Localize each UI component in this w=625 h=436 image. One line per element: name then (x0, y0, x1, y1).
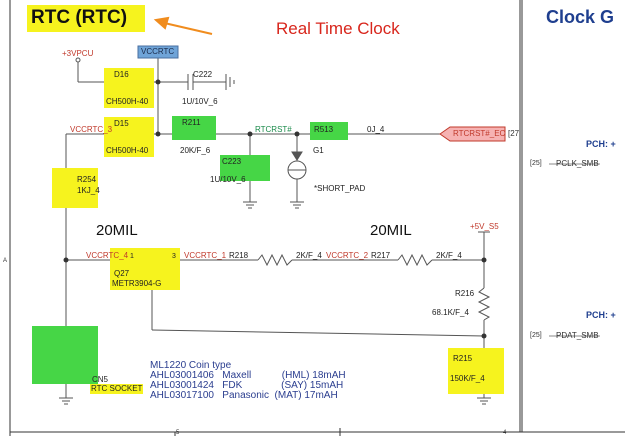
r216-value: 68.1K/F_4 (432, 308, 469, 317)
net-3vpcu: +3VPCU (62, 49, 94, 58)
net-rtcrst-ec: RTCRST#_EC (453, 129, 506, 138)
sheet-frame (9, 0, 625, 436)
coin-note-line: ML1220 Coin type (150, 360, 232, 371)
trace-width-right: 20MIL (370, 222, 412, 239)
border-row-a: A (3, 258, 8, 264)
pclk-ref: [25] (530, 160, 542, 167)
border-col-5: 5 (176, 430, 180, 436)
r217-ref: R217 (371, 251, 391, 260)
q27-highlight (110, 248, 180, 290)
net-vccrtc: VCCRTC (141, 47, 175, 56)
schematic-title: RTC (RTC) (31, 7, 128, 28)
r216-ref: R216 (455, 289, 475, 298)
q27-ref: Q27 (114, 269, 130, 278)
r215-highlight (448, 348, 504, 394)
net-rtcrst: RTCRST# (255, 125, 292, 134)
net-5v-s5: +5V_S5 (470, 222, 499, 231)
r211-ref: R211 (182, 118, 201, 127)
net-vccrtc-2: VCCRTC_2 (326, 251, 369, 260)
r254-highlight (52, 168, 98, 208)
d16-ref: D16 (114, 70, 129, 79)
border-col-4: 4 (503, 430, 507, 436)
g1-ref: G1 (313, 146, 324, 155)
r513-ref: R513 (314, 125, 334, 134)
title-highlight (27, 5, 145, 32)
q27-pin3: 3 (172, 253, 176, 260)
junction-dots (63, 79, 487, 339)
q27-value: METR3904-G (112, 279, 162, 288)
r211-highlight (172, 116, 216, 140)
r218-ref: R218 (229, 251, 249, 260)
coin-note-line: AHL03001406 Maxell (HML) 18mAH (150, 370, 346, 381)
pch-label-top: PCH: + (586, 139, 616, 149)
pch-label-bottom: PCH: + (586, 310, 616, 320)
r513-value: 0J_4 (367, 125, 385, 134)
r513-highlight (310, 122, 348, 140)
rtcrst-ec-connector (439, 126, 506, 142)
d16-highlight (104, 68, 154, 108)
cn5-value: RTC SOCKET (90, 384, 144, 394)
coin-cell-notes: ML1220 Coin type AHL03001406 Maxell (HML… (150, 361, 346, 401)
r217-value: 2K/F_4 (436, 251, 462, 260)
r254-ref: R254 (77, 175, 97, 184)
cn5-highlight (32, 326, 98, 384)
pdat-net: PDAT_SMB (556, 331, 599, 340)
g1-value: *SHORT_PAD (314, 184, 366, 193)
d15-value: CH500H-40 (106, 146, 149, 155)
pclk-net: PCLK_SMB (556, 159, 599, 168)
d16-value: CH500H-40 (106, 97, 149, 106)
c222-value: 1U/10V_6 (182, 97, 218, 106)
net-rtcrst-ec-ref: [27 (508, 129, 520, 138)
pdat-ref: [25] (530, 332, 542, 339)
coin-note-line: AHL03017100 Panasonic (MAT) 17mAH (150, 390, 338, 401)
net-vccrtc-4: VCCRTC_4 (86, 251, 129, 260)
r218-value: 2K/F_4 (296, 251, 322, 260)
r215-ref: R215 (453, 354, 473, 363)
r254-value: 1KJ_4 (77, 186, 100, 195)
right-sheet-title: Clock G (546, 7, 615, 27)
trace-width-left: 20MIL (96, 222, 138, 239)
cn5-ref: CN5 (92, 375, 109, 384)
net-vccrtc-3: VCCRTC_3 (70, 125, 113, 134)
c223-highlight (220, 155, 270, 181)
c223-ref: C223 (222, 157, 242, 166)
r215-value: 150K/F_4 (450, 374, 485, 383)
r211-value: 20K/F_6 (180, 146, 211, 155)
q27-pin1: 1 (130, 253, 134, 260)
coin-note-line: AHL03001424 FDK (SAY) 15mAH (150, 380, 344, 391)
c222-ref: C222 (193, 70, 213, 79)
net-vccrtc-1: VCCRTC_1 (184, 251, 227, 260)
schematic-subtitle: Real Time Clock (276, 19, 400, 38)
d15-highlight (104, 117, 154, 157)
pointer-arrow (153, 16, 213, 35)
d15-ref: D15 (114, 119, 129, 128)
c223-value: 1U/10V_6 (210, 175, 246, 184)
